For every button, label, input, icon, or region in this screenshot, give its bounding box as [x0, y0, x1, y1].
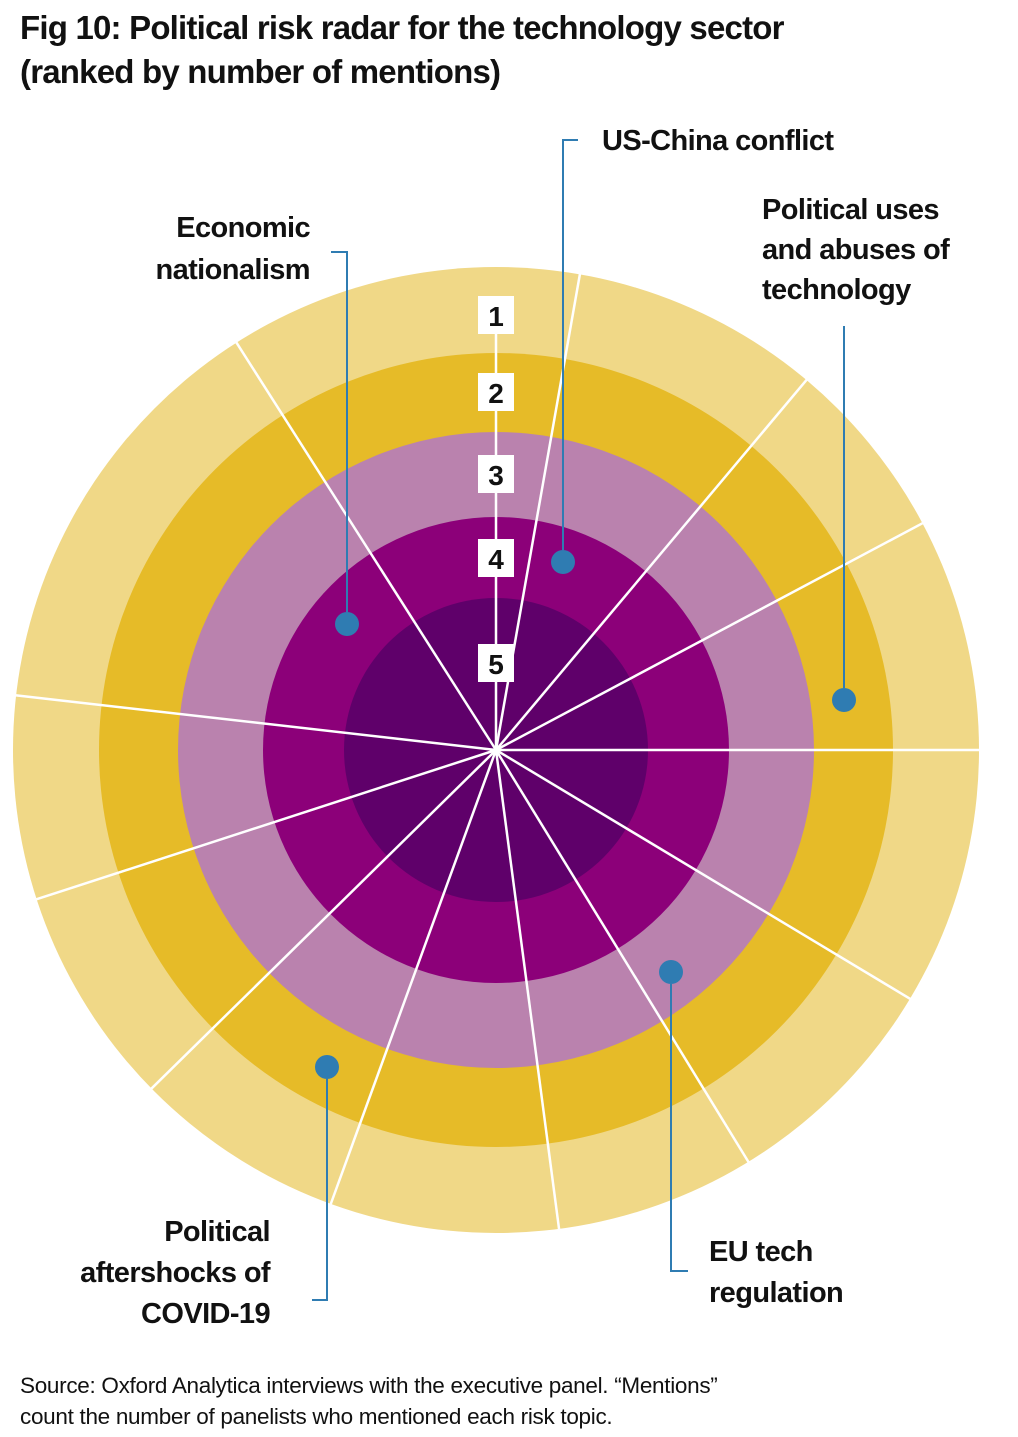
leader-line — [670, 984, 688, 1272]
ring-number-label: 2 — [488, 378, 504, 409]
chart-title: Fig 10: Political risk radar for the tec… — [20, 6, 1000, 94]
leader-line — [312, 1079, 328, 1301]
ring-number-label: 4 — [488, 544, 504, 575]
source-line-2: count the number of panelists who mentio… — [20, 1404, 613, 1429]
risk-marker — [551, 550, 575, 574]
spokes-layer — [13, 272, 981, 1232]
sector-divider — [495, 748, 913, 1001]
risk-label-line: aftershocks of — [80, 1257, 271, 1289]
chart-title-line-2: (ranked by number of mentions) — [20, 53, 501, 90]
risk-label: US-China conflict — [602, 125, 834, 157]
ring-number-box — [478, 539, 514, 577]
risk-label-line: EU tech — [709, 1236, 813, 1268]
sector-divider — [494, 749, 561, 1232]
risk-marker — [832, 688, 856, 712]
risk-label-line: Political — [164, 1216, 270, 1248]
ring-number-label: 1 — [488, 301, 504, 332]
leader-line — [331, 251, 348, 612]
sector-divider — [495, 377, 809, 751]
risk-label-line: Economic — [176, 212, 310, 244]
risk-marker — [659, 960, 683, 984]
source-note: Source: Oxford Analytica interviews with… — [20, 1370, 1000, 1432]
sector-divider — [34, 748, 497, 902]
sector-divider — [328, 749, 498, 1207]
risk-label-line: Political uses — [762, 194, 939, 226]
leader-lines-layer — [312, 139, 845, 1301]
ring-number-box — [478, 644, 514, 682]
risk-label: Economic nationalism — [155, 212, 310, 286]
risk-marker — [315, 1055, 339, 1079]
ring-number-label: 5 — [488, 649, 504, 680]
risk-label-line: US-China conflict — [602, 125, 834, 157]
leader-line — [562, 139, 578, 550]
risk-label-line: COVID-19 — [141, 1298, 270, 1330]
sector-divider — [13, 693, 497, 752]
risk-label-line: regulation — [709, 1277, 843, 1309]
risk-label: Political uses and abuses of technology — [762, 194, 950, 306]
risk-label: EU tech regulation — [709, 1236, 843, 1309]
risk-label-line: and abuses of — [762, 234, 950, 266]
chart-title-line-1: Fig 10: Political risk radar for the tec… — [20, 9, 784, 46]
sector-divider — [495, 521, 925, 752]
risk-label: Political aftershocks of COVID-19 — [80, 1216, 271, 1330]
ring-number-box — [478, 373, 514, 411]
sector-divider — [494, 749, 751, 1165]
risk-marker — [335, 612, 359, 636]
ring-number-box — [478, 296, 514, 334]
ring-number-label: 3 — [488, 460, 504, 491]
ring-axis-layer: 1 2 3 4 5 — [478, 296, 514, 750]
source-line-1: Source: Oxford Analytica interviews with… — [20, 1373, 718, 1398]
markers-layer — [315, 550, 856, 1079]
sector-divider — [149, 749, 497, 1091]
risk-label-line: technology — [762, 274, 911, 306]
ring-number-box — [478, 455, 514, 493]
sector-divider — [234, 340, 498, 751]
risk-label-line: nationalism — [155, 254, 310, 286]
